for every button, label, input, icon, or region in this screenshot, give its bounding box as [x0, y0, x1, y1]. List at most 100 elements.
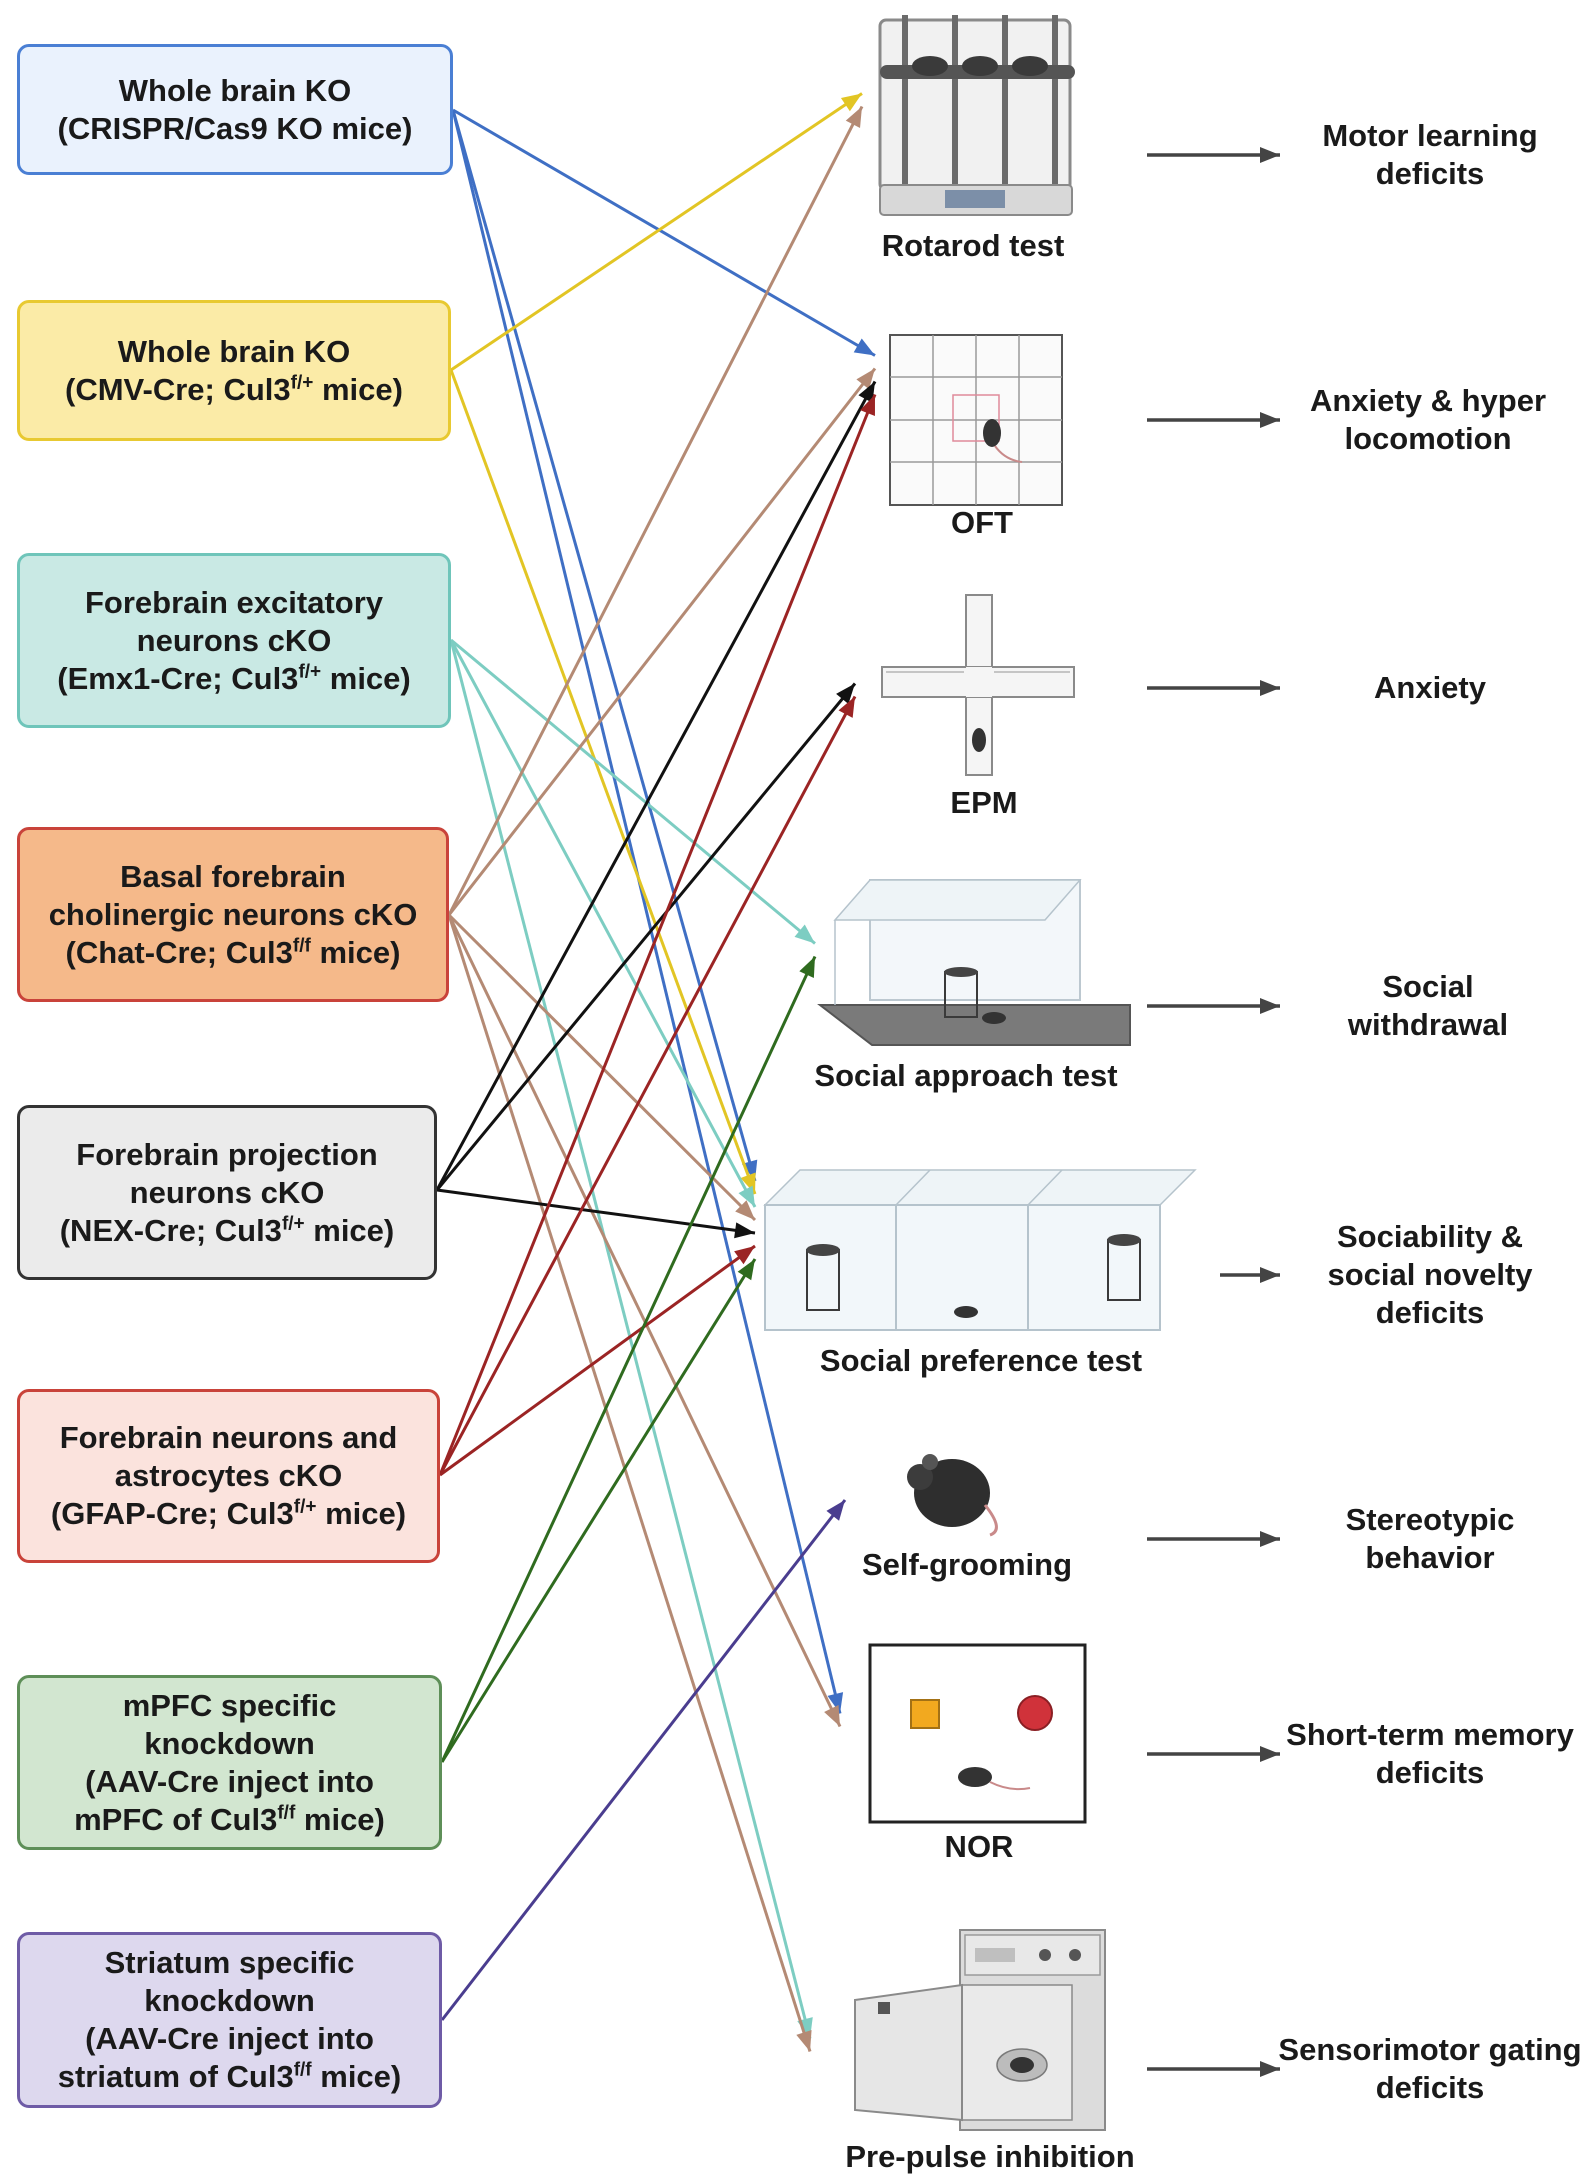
outcome-line: Short-term memory	[1286, 1717, 1574, 1752]
arrow-mpfc-to-social-preference-head	[737, 1259, 755, 1281]
outcome-arrow-anxiety-hyper-head	[1260, 412, 1280, 428]
outcome-arrow-sensorimotor-head	[1260, 2061, 1280, 2077]
model-box-nex: Forebrain projection neurons cKO (NEX-Cr…	[17, 1105, 437, 1280]
rotarod-apparatus-icon	[878, 15, 1075, 216]
arrow-emx1-to-social-preference	[449, 639, 757, 1208]
model-line: knockdown	[144, 1983, 315, 2018]
model-line: Whole brain KO	[118, 72, 352, 108]
outcome-arrow-stereotypic-head	[1260, 1531, 1280, 1547]
model-genotype-line: (GFAP-Cre; Cul3f/+ mice)	[51, 1495, 406, 1533]
arrow-crispr-to-social-preference	[451, 109, 757, 1182]
model-line: astrocytes cKO	[114, 1458, 343, 1493]
outcome-arrow-anxiety-head	[1260, 680, 1280, 696]
model-genotype-text: (Emx1-Cre; Cul3	[57, 660, 299, 696]
arrow-nex-to-social-preference	[436, 1188, 756, 1235]
model-line: Forebrain projection	[76, 1136, 378, 1172]
model-genotype-text: (Chat-Cre; Cul3	[65, 934, 293, 970]
model-genotype-suffix: mice)	[304, 1212, 395, 1248]
arrow-cmv-to-rotarod-head	[840, 93, 862, 112]
model-box-gfap: Forebrain neurons and astrocytes cKO (GF…	[17, 1389, 440, 1563]
arrow-striatum-to-self-grooming	[440, 1499, 847, 2021]
model-genotype-line: mPFC of Cul3f/f mice)	[74, 1801, 385, 1839]
model-genotype-suffix: mice)	[321, 660, 411, 696]
allele-superscript: f/f	[277, 1802, 296, 1824]
model-line: knockdown	[144, 1725, 315, 1761]
test-label-rotarod: Rotarod test	[881, 228, 1065, 263]
outcome-sociability: Sociability & social novelty deficits	[1327, 1218, 1532, 1332]
arrow-chat-to-rotarod	[447, 105, 864, 916]
test-label-oft: OFT	[951, 505, 1013, 540]
open-field-icon	[889, 334, 1063, 506]
arrow-mpfc-to-social-approach-head	[799, 956, 815, 979]
model-line: mPFC specific	[122, 1687, 337, 1723]
arrow-chat-to-oft-head	[856, 368, 875, 390]
outcome-short-term-memory: Short-term memory deficits	[1286, 1716, 1574, 1792]
arrow-emx1-to-ppi	[449, 639, 812, 2039]
model-genotype-suffix: mice)	[311, 2059, 402, 2094]
outcome-line: deficits	[1375, 1295, 1485, 1330]
model-genotype-suffix: mice)	[295, 1801, 385, 1837]
test-label-social-approach: Social approach test	[814, 1058, 1118, 1093]
outcome-arrow-social-withdrawal-head	[1260, 998, 1280, 1014]
model-genotype-suffix: mice)	[310, 934, 401, 970]
model-line: Forebrain excitatory	[84, 584, 384, 620]
model-genotype-text: mPFC of Cul3	[74, 1801, 278, 1837]
arrow-emx1-to-social-preference-head	[738, 1185, 755, 1207]
outcome-anxiety-hyperlocomotion: Anxiety & hyper locomotion	[1310, 382, 1546, 458]
model-to-test-arrows	[435, 92, 877, 2052]
arrow-cmv-to-rotarod	[450, 92, 863, 372]
model-genotype-line: striatum of Cul3f/f mice)	[58, 2058, 402, 2096]
model-line: Striatum specific	[104, 1945, 355, 1980]
model-line: (AAV-Cre inject into	[85, 2021, 374, 2056]
startle-chamber-icon	[854, 1929, 1106, 2131]
model-genotype-text: (NEX-Cre; Cul3	[59, 1212, 282, 1248]
allele-superscript: f/f	[293, 2059, 312, 2081]
arrow-chat-to-rotarod-head	[845, 106, 862, 128]
novel-object-arena-icon	[868, 1643, 1087, 1824]
outcome-line: deficits	[1375, 156, 1485, 191]
arrow-nex-to-epm	[435, 682, 857, 1191]
arrow-chat-to-social-preference-head	[735, 1200, 755, 1220]
arrow-nex-to-epm-head	[836, 683, 855, 705]
model-genotype-line: (CMV-Cre; Cul3f/+ mice)	[65, 371, 403, 409]
outcome-line: social novelty	[1327, 1257, 1533, 1292]
model-box-cmv: Whole brain KO (CMV-Cre; Cul3f/+ mice)	[17, 300, 451, 441]
outcome-arrow-sociability-head	[1260, 1267, 1280, 1283]
arrow-cmv-to-social-preference	[449, 369, 757, 1195]
outcome-line: Motor learning	[1322, 118, 1538, 153]
three-chamber-icon	[763, 1169, 1197, 1331]
outcome-line: deficits	[1375, 2070, 1485, 2105]
outcome-line: Anxiety & hyper	[1309, 383, 1547, 418]
model-genotype-line: (Emx1-Cre; Cul3f/+ mice)	[57, 660, 411, 698]
model-line: cholinergic neurons cKO	[48, 896, 418, 932]
test-label-epm: EPM	[950, 785, 1018, 820]
arrow-striatum-to-self-grooming-head	[826, 1500, 845, 1521]
outcome-line: locomotion	[1344, 421, 1512, 456]
outcome-line: Social	[1382, 969, 1474, 1004]
model-box-emx1: Forebrain excitatory neurons cKO (Emx1-C…	[17, 553, 451, 728]
arrow-crispr-to-nor	[451, 109, 842, 1714]
outcome-line: behavior	[1365, 1540, 1495, 1575]
model-genotype-text: striatum of Cul3	[57, 2059, 294, 2094]
arrow-emx1-to-social-approach-head	[794, 924, 815, 944]
outcome-line: Sensorimotor gating	[1278, 2032, 1582, 2067]
allele-superscript: f/+	[290, 372, 314, 394]
outcome-line: Anxiety	[1374, 670, 1486, 705]
outcome-social-withdrawal: Social withdrawal	[1348, 968, 1508, 1044]
outcome-sensorimotor-gating: Sensorimotor gating deficits	[1278, 2031, 1581, 2107]
model-line: Basal forebrain	[120, 858, 346, 894]
outcome-stereotypic: Stereotypic behavior	[1346, 1501, 1515, 1577]
test-label-nor: NOR	[944, 1829, 1014, 1864]
model-genotype-line: (Chat-Cre; Cul3f/f mice)	[66, 934, 401, 972]
model-genotype-text: (CMV-Cre; Cul3	[65, 371, 291, 407]
model-genotype-suffix: mice)	[316, 1496, 407, 1531]
arrow-gfap-to-oft	[438, 393, 877, 1476]
model-genotype-line: (NEX-Cre; Cul3f/+ mice)	[60, 1212, 395, 1250]
arrow-gfap-to-epm	[438, 695, 857, 1476]
test-label-self-grooming: Self-grooming	[861, 1547, 1073, 1582]
allele-superscript: f/+	[298, 661, 322, 683]
arrow-crispr-to-nor-head	[827, 1692, 844, 1714]
outcome-line: withdrawal	[1347, 1007, 1509, 1042]
